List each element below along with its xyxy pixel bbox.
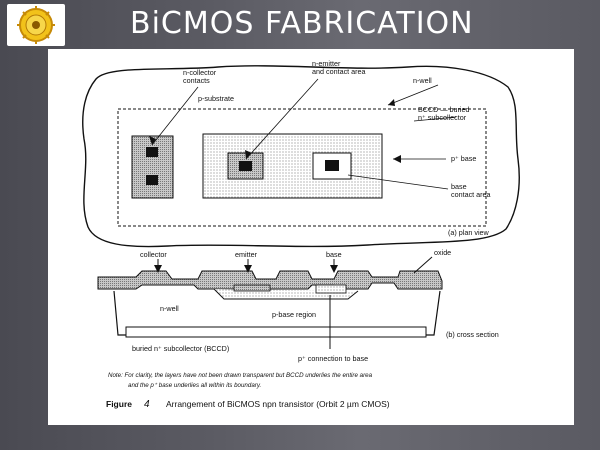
p-plus-connection bbox=[315, 284, 347, 294]
oxide-layer bbox=[97, 270, 443, 290]
oxide-label: oxide bbox=[434, 248, 451, 257]
p-base-label: p⁺ base bbox=[451, 154, 476, 163]
base-contact-label: base bbox=[451, 182, 467, 191]
n-emitter-label: n-emitter bbox=[312, 59, 341, 68]
collector-contact bbox=[146, 175, 158, 185]
n-well-label: n-well bbox=[413, 76, 432, 85]
emitter-contact bbox=[239, 161, 252, 171]
plan-view-caption: (a) plan view bbox=[448, 228, 490, 237]
collector-label: collector bbox=[140, 250, 167, 259]
base-contact bbox=[325, 160, 339, 171]
n-collector-label-2: contacts bbox=[183, 76, 210, 85]
emitter-label: emitter bbox=[235, 250, 258, 259]
slide-title: BiCMOS FABRICATION bbox=[130, 6, 474, 41]
bccd-layer bbox=[125, 326, 427, 338]
logo bbox=[7, 4, 65, 46]
n-collector-region bbox=[131, 135, 174, 199]
emblem-seal-icon bbox=[17, 6, 55, 44]
p-base-region-label: p-base region bbox=[272, 310, 316, 319]
buried-subcollector-label: buried n⁺ subcollector (BCCD) bbox=[132, 344, 229, 353]
collector-contact bbox=[146, 147, 158, 157]
bccd-label: BCCD — buried bbox=[418, 105, 470, 114]
n-collector-label: n-collector bbox=[183, 68, 217, 77]
figure-number: 4 bbox=[144, 399, 150, 410]
n-well-outline bbox=[82, 65, 520, 248]
figure-caption-text: Arrangement of BiCMOS npn transistor (Or… bbox=[166, 399, 390, 409]
bccd-label-2: n⁺ subcollector bbox=[418, 113, 467, 122]
p-substrate-label: p-substrate bbox=[198, 94, 234, 103]
n-well-section-label: n-well bbox=[160, 304, 179, 313]
bicmos-diagram: n-collector contacts n-emitter and conta… bbox=[82, 59, 520, 410]
cross-section-caption: (b) cross section bbox=[446, 330, 499, 339]
p-connection-label: p⁺ connection to base bbox=[298, 354, 368, 363]
bccd-buried-region bbox=[117, 108, 487, 227]
emitter-diffusion bbox=[233, 284, 271, 292]
note-line-2: and the p⁺ base underlies all within its… bbox=[128, 382, 261, 389]
note-line-1: Note: For clarity, the layers have not b… bbox=[108, 372, 373, 379]
base-contact-label-2: contact area bbox=[451, 190, 491, 199]
bicmos-figure: n-collector contacts n-emitter and conta… bbox=[48, 49, 574, 425]
n-emitter-label-2: and contact area bbox=[312, 67, 366, 76]
figure-label: Figure bbox=[106, 399, 132, 409]
base-label: base bbox=[326, 250, 342, 259]
